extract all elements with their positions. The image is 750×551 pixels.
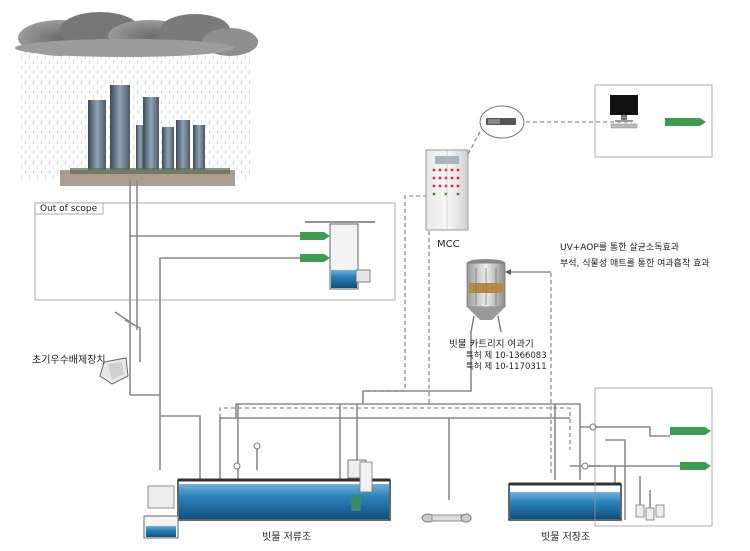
distribution-valves-icon <box>635 504 665 521</box>
out-of-scope-frame <box>34 202 396 301</box>
mcc-label: MCC <box>437 239 460 250</box>
storage-tank-2-label: 빗물 저장조 <box>541 532 591 543</box>
network-device-icon <box>479 105 525 139</box>
signal-lines <box>219 121 632 475</box>
green-tag-icon <box>300 232 330 262</box>
out-of-scope-tab <box>34 202 104 215</box>
right-equipment-frame <box>594 387 713 527</box>
monitoring-station-frame <box>594 84 713 158</box>
filter-icon <box>466 259 506 333</box>
first-flush-device-icon <box>99 357 129 385</box>
patent-number-1: 특허 제 10-1366083 <box>466 351 547 361</box>
out-of-scope-label: Out of scope <box>40 204 98 214</box>
building-icon <box>60 85 235 186</box>
storage-tank-1-label: 빗물 저류조 <box>262 532 312 543</box>
cartridge-filter-label: 빗물 카트리지 여과기 <box>449 339 534 350</box>
green-tag-icon <box>680 462 711 470</box>
patent-number-2: 특허 제 10-1170311 <box>466 362 547 372</box>
control-panel-icon <box>425 149 469 231</box>
inlet-apparatus-icon <box>143 485 179 539</box>
rain-area <box>20 45 250 180</box>
overflow-tank <box>305 221 375 290</box>
storage-tank-1 <box>177 459 391 521</box>
pipe-network <box>114 180 680 520</box>
first-flush-device-label: 초기우수배제장치 <box>32 355 106 366</box>
return-arrow-head <box>505 269 511 275</box>
city-rain-illustration <box>15 12 258 186</box>
valve-icon <box>233 423 597 470</box>
green-tag-icon <box>665 118 706 126</box>
keyboard-icon <box>610 123 638 129</box>
green-tag-icon <box>670 427 711 435</box>
filtration-effect-label: 부석, 식물성 매트를 통한 여과흡착 효과 <box>560 259 710 269</box>
rain-cloud-icon <box>15 12 258 57</box>
storage-tank-2 <box>508 482 622 521</box>
uv-aop-effect-label: UV+AOP를 통한 살균소독효과 <box>560 243 680 253</box>
pump-icon <box>421 513 472 523</box>
monitor-icon <box>610 95 638 122</box>
